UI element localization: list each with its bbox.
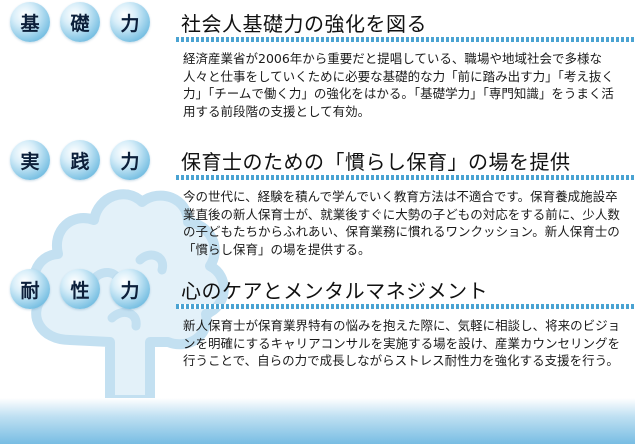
- section-body: 新人保育士が保育業界特有の悩みを抱えた際に、気軽に相談し、将来のビジョンを明確に…: [183, 318, 621, 368]
- badge-char: 性: [60, 269, 100, 309]
- badge-char: 礎: [60, 2, 100, 42]
- badge-char: 実: [10, 140, 50, 180]
- section-title: 心のケアとメンタルマネジメント: [181, 279, 489, 303]
- section-body: 今の世代に、経験を積んで学んでいく教育方法は不適合です。保育養成施設卒業直後の新…: [183, 189, 620, 257]
- badge-char: 耐: [10, 269, 50, 309]
- badge-char: 力: [110, 2, 150, 42]
- dotted-divider: [176, 304, 635, 309]
- footer-gradient-band: [0, 398, 635, 444]
- badge-group: 基 礎 力: [6, 0, 166, 46]
- badge-char: 力: [110, 140, 150, 180]
- section-title: 社会人基礎力の強化を図る: [181, 12, 427, 36]
- badge-char: 力: [110, 269, 150, 309]
- badge-group: 耐 性 力: [6, 267, 166, 313]
- section-title: 保育士のための「慣らし保育」の場を提供: [181, 150, 571, 174]
- section-body: 経済産業省が2006年から重要だと提唱している、職場や地域社会で多様な人々と仕事…: [183, 51, 614, 119]
- dotted-divider: [176, 37, 635, 42]
- dotted-divider: [176, 175, 635, 180]
- badge-char: 践: [60, 140, 100, 180]
- badge-group: 実 践 力: [6, 138, 166, 184]
- badge-char: 基: [10, 2, 50, 42]
